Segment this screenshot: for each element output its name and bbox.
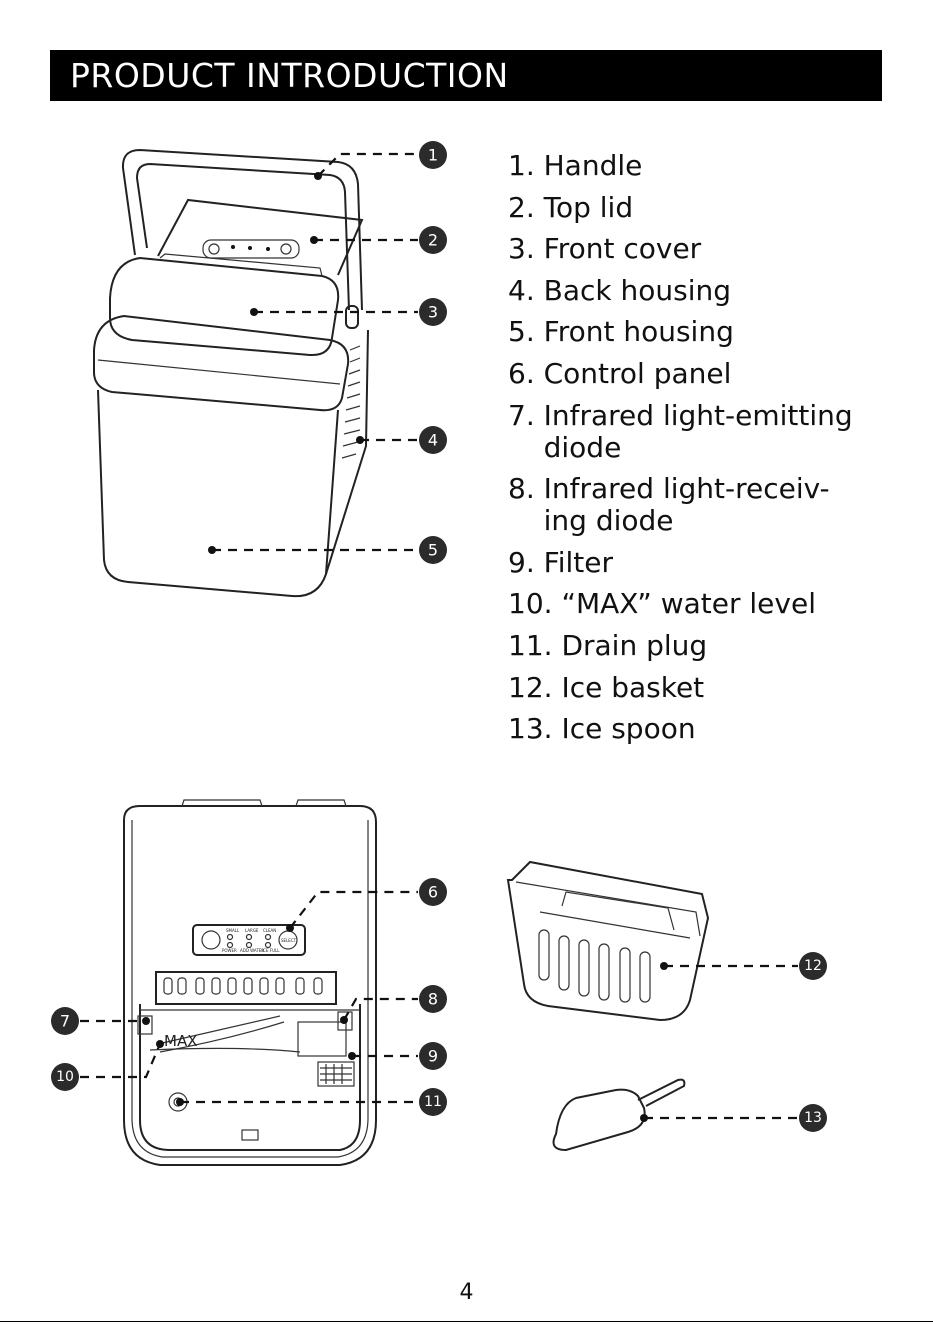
product-diagram: SMALL LARGE CLEAN POWER ADD WATER ICE FU…	[51, 141, 827, 1166]
svg-text:6: 6	[428, 883, 438, 902]
callout-3: 3	[419, 298, 447, 326]
panel-label-small: SMALL	[226, 928, 240, 933]
callout-10: 10	[51, 1063, 79, 1091]
panel-label-large: LARGE	[245, 928, 259, 933]
control-panel-shape	[192, 924, 306, 956]
part-item: 1. Handle	[508, 149, 643, 182]
part-item: 6. Control panel	[508, 356, 732, 390]
bottom-rule	[0, 1321, 933, 1322]
callout-13: 13	[799, 1104, 827, 1132]
svg-text:11: 11	[424, 1094, 442, 1110]
svg-text:12: 12	[804, 958, 822, 974]
page-number: 4	[459, 1280, 474, 1305]
svg-text:9: 9	[428, 1047, 438, 1066]
callout-11: 11	[419, 1088, 447, 1116]
svg-text:1: 1	[428, 146, 438, 165]
panel-label-ice-full: ICE FULL	[262, 948, 280, 953]
max-water-level-label: MAX	[164, 1032, 197, 1050]
ice-basket-illustration	[506, 860, 710, 1022]
svg-text:4: 4	[428, 431, 438, 450]
callout-8: 8	[419, 985, 447, 1013]
panel-label-add-water: ADD WATER	[240, 948, 264, 953]
svg-text:13: 13	[804, 1110, 822, 1126]
callout-4: 4	[419, 426, 447, 454]
svg-text:7: 7	[60, 1012, 70, 1031]
filter-shape	[317, 1061, 355, 1087]
svg-text:10: 10	[56, 1069, 74, 1085]
part-item: 8. Infrared light-receiv- ing diode	[508, 472, 830, 538]
part-item: 10. “MAX” water level	[508, 587, 816, 621]
part-item: 12. Ice basket	[508, 670, 705, 704]
part-item: 4. Back housing	[508, 273, 732, 307]
ice-maker-front-illustration	[93, 148, 369, 598]
panel-label-select: SELECT	[281, 938, 297, 943]
ice-maker-top-illustration: SMALL LARGE CLEAN POWER ADD WATER ICE FU…	[123, 799, 377, 1166]
callout-2: 2	[419, 226, 447, 254]
part-item: 3. Front cover	[508, 232, 702, 266]
part-item: 11. Drain plug	[508, 628, 708, 662]
svg-text:3: 3	[428, 303, 438, 322]
part-item: 2. Top lid	[508, 190, 634, 224]
svg-text:5: 5	[428, 541, 438, 560]
section-title: PRODUCT INTRODUCTION	[50, 50, 882, 101]
svg-text:2: 2	[428, 231, 438, 250]
callout-5: 5	[419, 536, 447, 564]
leader-lines	[80, 152, 798, 1122]
parts-list: 1. Handle 2. Top lid 3. Front cover 4. B…	[508, 150, 891, 755]
callout-9: 9	[419, 1042, 447, 1070]
part-item: 9. Filter	[508, 545, 613, 579]
part-item: 7. Infrared light-emitting diode	[508, 398, 853, 464]
callout-7: 7	[51, 1007, 79, 1035]
callout-12: 12	[799, 952, 827, 980]
panel-label-clean: CLEAN	[263, 928, 276, 933]
panel-label-power: POWER	[222, 948, 237, 953]
ice-spoon-illustration	[552, 1078, 686, 1152]
callout-6: 6	[419, 878, 447, 906]
callout-1: 1	[419, 141, 447, 169]
part-item: 13. Ice spoon	[508, 712, 696, 746]
part-item: 5. Front housing	[508, 315, 734, 349]
svg-text:8: 8	[428, 990, 438, 1009]
